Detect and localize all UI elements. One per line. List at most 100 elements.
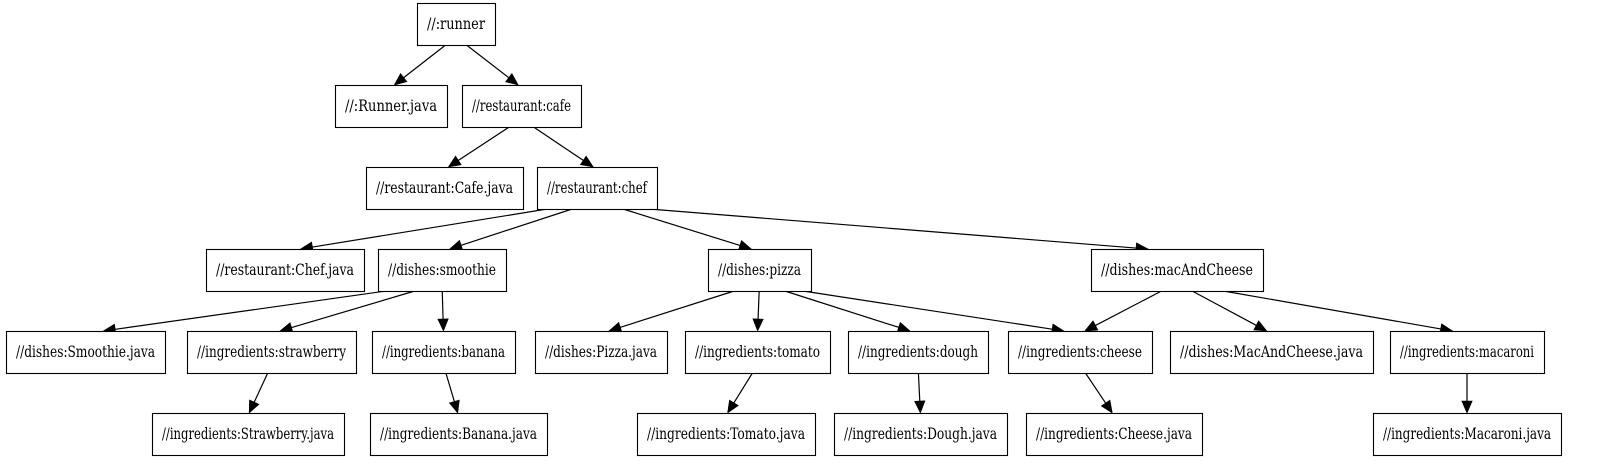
graph-node-tomato-java[interactable]: //ingredients:Tomato.java <box>636 412 817 457</box>
graph-node-runner-java[interactable]: //:Runner.java <box>334 84 449 129</box>
node-box[interactable] <box>151 412 346 457</box>
arrowhead-icon <box>1461 400 1473 414</box>
graph-node-macandcheese-java[interactable]: //dishes:MacAndCheese.java <box>1169 330 1375 375</box>
node-box[interactable] <box>416 2 497 47</box>
graph-node-chef-java[interactable]: //restaurant:Chef.java <box>205 248 366 293</box>
node-label: //dishes:Smoothie.java <box>16 343 155 361</box>
node-box[interactable] <box>847 330 990 375</box>
node-box[interactable] <box>1372 412 1563 457</box>
node-label: //dishes:pizza <box>718 261 801 279</box>
arrowhead-icon <box>896 321 911 333</box>
node-label: //dishes:macAndCheese <box>1101 261 1253 279</box>
node-label: //dishes:Pizza.java <box>545 343 657 361</box>
node-box[interactable] <box>684 330 832 375</box>
node-label: //ingredients:Strawberry.java <box>162 425 334 443</box>
graph-edge <box>608 290 735 333</box>
graph-edge <box>437 290 449 332</box>
node-box[interactable] <box>365 166 525 211</box>
graph-edge <box>752 290 764 332</box>
graph-node-ing-dough[interactable]: //ingredients:dough <box>847 330 990 375</box>
arrowhead-icon <box>448 399 460 414</box>
node-box[interactable] <box>833 412 1009 457</box>
node-box[interactable] <box>1025 412 1204 457</box>
arrowhead-icon <box>248 399 260 414</box>
node-box[interactable] <box>536 166 659 211</box>
graph-node-dishes-smoothie[interactable]: //dishes:smoothie <box>377 248 508 293</box>
arrowhead-icon <box>1100 399 1113 414</box>
graph-node-dough-java[interactable]: //ingredients:Dough.java <box>833 412 1009 457</box>
node-label: //:Runner.java <box>345 97 437 115</box>
node-box[interactable] <box>636 412 817 457</box>
node-label: //ingredients:Macaroni.java <box>1383 425 1551 443</box>
node-label: //ingredients:Banana.java <box>380 425 537 443</box>
graph-node-cafe-java[interactable]: //restaurant:Cafe.java <box>365 166 525 211</box>
arrowhead-icon <box>737 239 753 251</box>
node-label: //ingredients:banana <box>382 343 505 361</box>
edge-line <box>445 372 455 402</box>
graph-node-ing-banana[interactable]: //ingredients:banana <box>371 330 517 375</box>
graph-node-runner[interactable]: //:runner <box>416 2 497 47</box>
node-label: //restaurant:Chef.java <box>216 261 354 279</box>
arrowhead-icon <box>449 239 464 251</box>
edge-line <box>466 44 510 79</box>
graph-edge <box>914 372 926 414</box>
node-box[interactable] <box>5 330 167 375</box>
node-label: //dishes:MacAndCheese.java <box>1180 343 1363 361</box>
graph-edge <box>1084 372 1113 414</box>
graph-edge <box>466 44 519 86</box>
graph-edge <box>1084 290 1162 332</box>
edge-line <box>1223 290 1441 330</box>
graph-node-dishes-pizza[interactable]: //dishes:pizza <box>707 248 813 293</box>
graph-edge <box>784 290 911 333</box>
node-box[interactable] <box>371 330 517 375</box>
edge-line <box>802 290 1053 330</box>
node-label: //ingredients:Tomato.java <box>647 425 805 443</box>
graph-node-ing-tomato[interactable]: //ingredients:tomato <box>684 330 832 375</box>
graph-node-restaurant-cafe[interactable]: //restaurant:cafe <box>461 84 583 129</box>
arrowhead-icon <box>608 321 623 333</box>
edge-line <box>917 372 921 402</box>
edge-line <box>622 208 741 247</box>
node-box[interactable] <box>1090 248 1265 293</box>
graph-node-ing-cheese[interactable]: //ingredients:cheese <box>1007 330 1154 375</box>
edge-line <box>312 208 548 248</box>
node-label: //restaurant:cafe <box>472 97 571 115</box>
graph-edge <box>1461 373 1473 414</box>
graph-edge <box>248 372 269 414</box>
arrowhead-icon <box>1253 320 1268 332</box>
node-box[interactable] <box>1389 330 1546 375</box>
graph-node-macaroni-java[interactable]: //ingredients:Macaroni.java <box>1372 412 1563 457</box>
arrowhead-icon <box>1084 320 1099 332</box>
node-box[interactable] <box>186 330 358 375</box>
node-box[interactable] <box>1169 330 1375 375</box>
node-box[interactable] <box>377 248 508 293</box>
graph-node-cheese-java[interactable]: //ingredients:Cheese.java <box>1025 412 1204 457</box>
arrowhead-icon <box>437 318 449 332</box>
node-box[interactable] <box>369 412 549 457</box>
graph-node-smoothie-java[interactable]: //dishes:Smoothie.java <box>5 330 167 375</box>
node-box[interactable] <box>334 84 449 129</box>
graph-node-banana-java[interactable]: //ingredients:Banana.java <box>369 412 549 457</box>
edge-line <box>533 126 584 161</box>
node-box[interactable] <box>707 248 813 293</box>
graph-node-ing-strawberry[interactable]: //ingredients:strawberry <box>186 330 358 375</box>
graph-node-restaurant-chef[interactable]: //restaurant:chef <box>536 166 659 211</box>
graph-node-strawberry-java[interactable]: //ingredients:Strawberry.java <box>151 412 346 457</box>
graph-edge <box>648 208 1149 254</box>
arrowhead-icon <box>447 155 462 168</box>
graph-node-pizza-java[interactable]: //dishes:Pizza.java <box>534 330 669 375</box>
node-box[interactable] <box>205 248 366 293</box>
graph-edge <box>622 208 753 251</box>
edge-line <box>291 290 415 329</box>
graph-node-ing-macaroni[interactable]: //ingredients:macaroni <box>1389 330 1546 375</box>
graph-node-dishes-macandch[interactable]: //dishes:macAndCheese <box>1090 248 1265 293</box>
graph-edge <box>393 44 446 86</box>
edge-line <box>1084 372 1107 404</box>
arrowhead-icon <box>914 400 926 414</box>
node-box[interactable] <box>1007 330 1154 375</box>
node-box[interactable] <box>461 84 583 129</box>
arrowhead-icon <box>393 72 408 86</box>
node-box[interactable] <box>534 330 669 375</box>
